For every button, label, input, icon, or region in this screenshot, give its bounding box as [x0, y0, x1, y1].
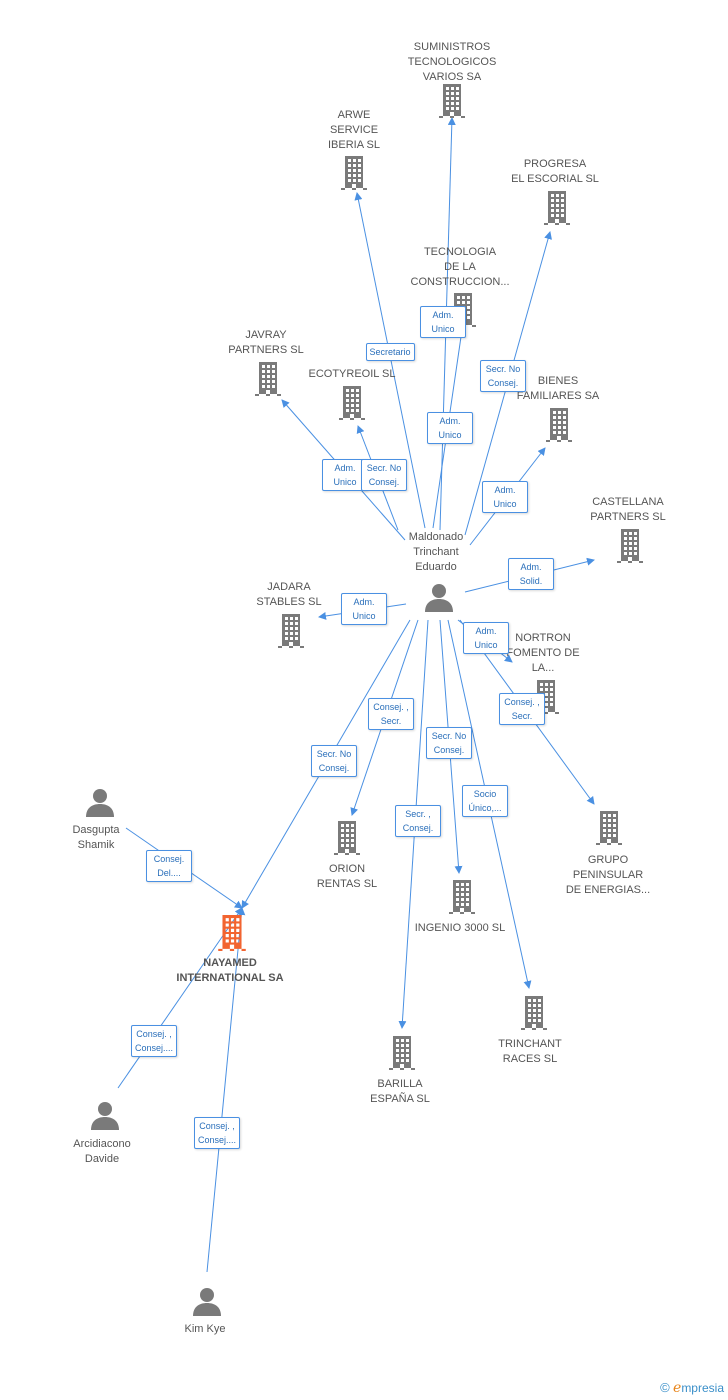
brand-footer: © empresia: [660, 1380, 724, 1396]
copyright-symbol: ©: [660, 1380, 670, 1395]
node-label-tecnologia[interactable]: TECNOLOGIA DE LA CONSTRUCCION...: [410, 246, 510, 288]
building-icon[interactable]: [255, 362, 281, 396]
building-icon[interactable]: [217, 915, 247, 951]
edge-label[interactable]: Consej. , Secr.: [499, 693, 545, 725]
edge-label[interactable]: Adm. Unico: [427, 412, 473, 444]
node-label-nortron[interactable]: NORTRON FOMENTO DE LA...: [506, 632, 580, 674]
edge-label[interactable]: Consej. , Consej....: [194, 1117, 241, 1149]
building-icon[interactable]: [278, 614, 304, 648]
edge-label[interactable]: Secr. No Consej.: [426, 727, 472, 759]
node-label-javray[interactable]: JAVRAY PARTNERS SL: [228, 329, 304, 356]
node-label-grupo[interactable]: GRUPO PENINSULAR DE ENERGIAS...: [565, 854, 651, 896]
node-label-ingenio[interactable]: INGENIO 3000 SL: [414, 922, 506, 934]
building-icon[interactable]: [596, 811, 622, 845]
brand-logo-initial: e: [673, 1380, 682, 1396]
edge-kimkye-to-nayamed: [206, 907, 246, 1273]
edge-arcidiacono-to-nayamed: [117, 907, 243, 1089]
edge-label[interactable]: Adm. Unico: [420, 306, 466, 338]
building-icon[interactable]: [544, 191, 570, 225]
person-icon[interactable]: [424, 584, 454, 612]
edge-label[interactable]: Secr. No Consej.: [361, 459, 407, 491]
edge-label[interactable]: Adm. Unico: [341, 593, 387, 625]
edge-label[interactable]: Secretario: [365, 343, 415, 361]
person-icon[interactable]: [85, 789, 115, 817]
node-label-progresa[interactable]: PROGRESA EL ESCORIAL SL: [511, 158, 599, 185]
edge-label[interactable]: Consej. , Consej....: [131, 1025, 178, 1057]
edge-label[interactable]: Adm. Unico: [463, 622, 509, 654]
edge-label[interactable]: Secr. , Consej.: [395, 805, 441, 837]
node-label-orion[interactable]: ORION RENTAS SL: [316, 863, 378, 890]
edge-label[interactable]: Adm. Solid.: [508, 558, 554, 590]
node-label-arwe[interactable]: ARWE SERVICE IBERIA SL: [328, 109, 380, 151]
building-icon[interactable]: [617, 529, 643, 563]
building-icon[interactable]: [521, 996, 547, 1030]
building-icon[interactable]: [334, 821, 360, 855]
edge-label[interactable]: Consej. , Secr.: [368, 698, 414, 730]
edge-label[interactable]: Secr. No Consej.: [480, 360, 526, 392]
brand-logo-text: mpresia: [681, 1381, 724, 1395]
building-icon[interactable]: [546, 408, 572, 442]
node-label-trinchant[interactable]: TRINCHANT RACES SL: [498, 1038, 562, 1065]
edge-label[interactable]: Socio Único,...: [462, 785, 508, 817]
node-label-ecotyreoil[interactable]: ECOTYREOIL SL: [308, 368, 396, 380]
node-label-jadara[interactable]: JADARA STABLES SL: [256, 581, 322, 608]
node-label-bienes[interactable]: BIENES FAMILIARES SA: [516, 375, 600, 402]
building-icon[interactable]: [341, 156, 367, 190]
node-label-nayamed[interactable]: NAYAMED INTERNATIONAL SA: [176, 957, 284, 984]
node-label-maldonado[interactable]: Maldonado Trinchant Eduardo: [408, 531, 464, 573]
building-icon[interactable]: [449, 880, 475, 914]
node-label-kimkye[interactable]: Kim Kye: [184, 1323, 226, 1335]
node-label-dasgupta[interactable]: Dasgupta Shamik: [72, 824, 120, 851]
building-icon[interactable]: [439, 84, 465, 118]
edge-label[interactable]: Consej. Del....: [146, 850, 192, 882]
person-icon[interactable]: [90, 1102, 120, 1130]
node-label-arcidiacono[interactable]: Arcidiacono Davide: [73, 1138, 131, 1165]
edge-label[interactable]: Secr. No Consej.: [311, 745, 357, 777]
building-icon[interactable]: [389, 1036, 415, 1070]
person-icon[interactable]: [192, 1288, 222, 1316]
node-label-castellana[interactable]: CASTELLANA PARTNERS SL: [590, 496, 666, 523]
building-icon[interactable]: [339, 386, 365, 420]
node-label-suministros[interactable]: SUMINISTROS TECNOLOGICOS VARIOS SA: [407, 41, 497, 83]
edge-label[interactable]: Adm. Unico: [482, 481, 528, 513]
node-label-barilla[interactable]: BARILLA ESPAÑA SL: [370, 1078, 430, 1105]
